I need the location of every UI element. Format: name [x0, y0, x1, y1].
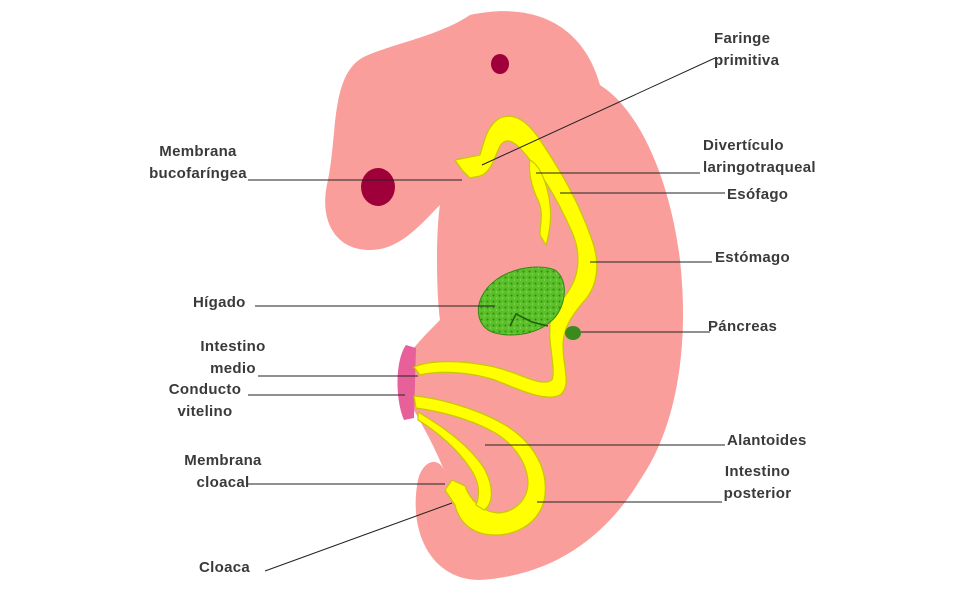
label-alantoides: Alantoides [727, 432, 807, 449]
label-intestino-posterior: Intestino posterior [723, 463, 792, 502]
label-membrana-bucofaringea: Membrana bucofaríngea [149, 143, 247, 182]
leader-faringe [481, 57, 716, 166]
bile-duct [509, 312, 549, 327]
label-conducto-vitelino: Conducto vitelino [168, 381, 242, 420]
label-esofago: Esófago [727, 186, 789, 203]
label-diverticulo-laringotraqueal: Divertículo laringotraqueal [703, 137, 816, 176]
label-higado: Hígado [193, 294, 246, 311]
leader-cloaca [264, 502, 453, 572]
gut-tube [413, 115, 598, 536]
pancreas [565, 326, 581, 340]
forebrain-spot [361, 168, 395, 206]
liver [477, 266, 565, 336]
label-pancreas: Páncreas [708, 318, 778, 335]
label-intestino-medio: Intestino medio [200, 338, 266, 377]
label-membrana-cloacal: Membrana cloacal [184, 452, 262, 491]
small-spot [491, 54, 509, 74]
vitelline-membrane [397, 345, 416, 420]
label-estomago: Estómago [715, 249, 790, 266]
label-cloaca: Cloaca [199, 559, 250, 576]
label-faringe-primitiva: Faringe primitiva [714, 30, 780, 69]
leader-lines [248, 57, 725, 572]
